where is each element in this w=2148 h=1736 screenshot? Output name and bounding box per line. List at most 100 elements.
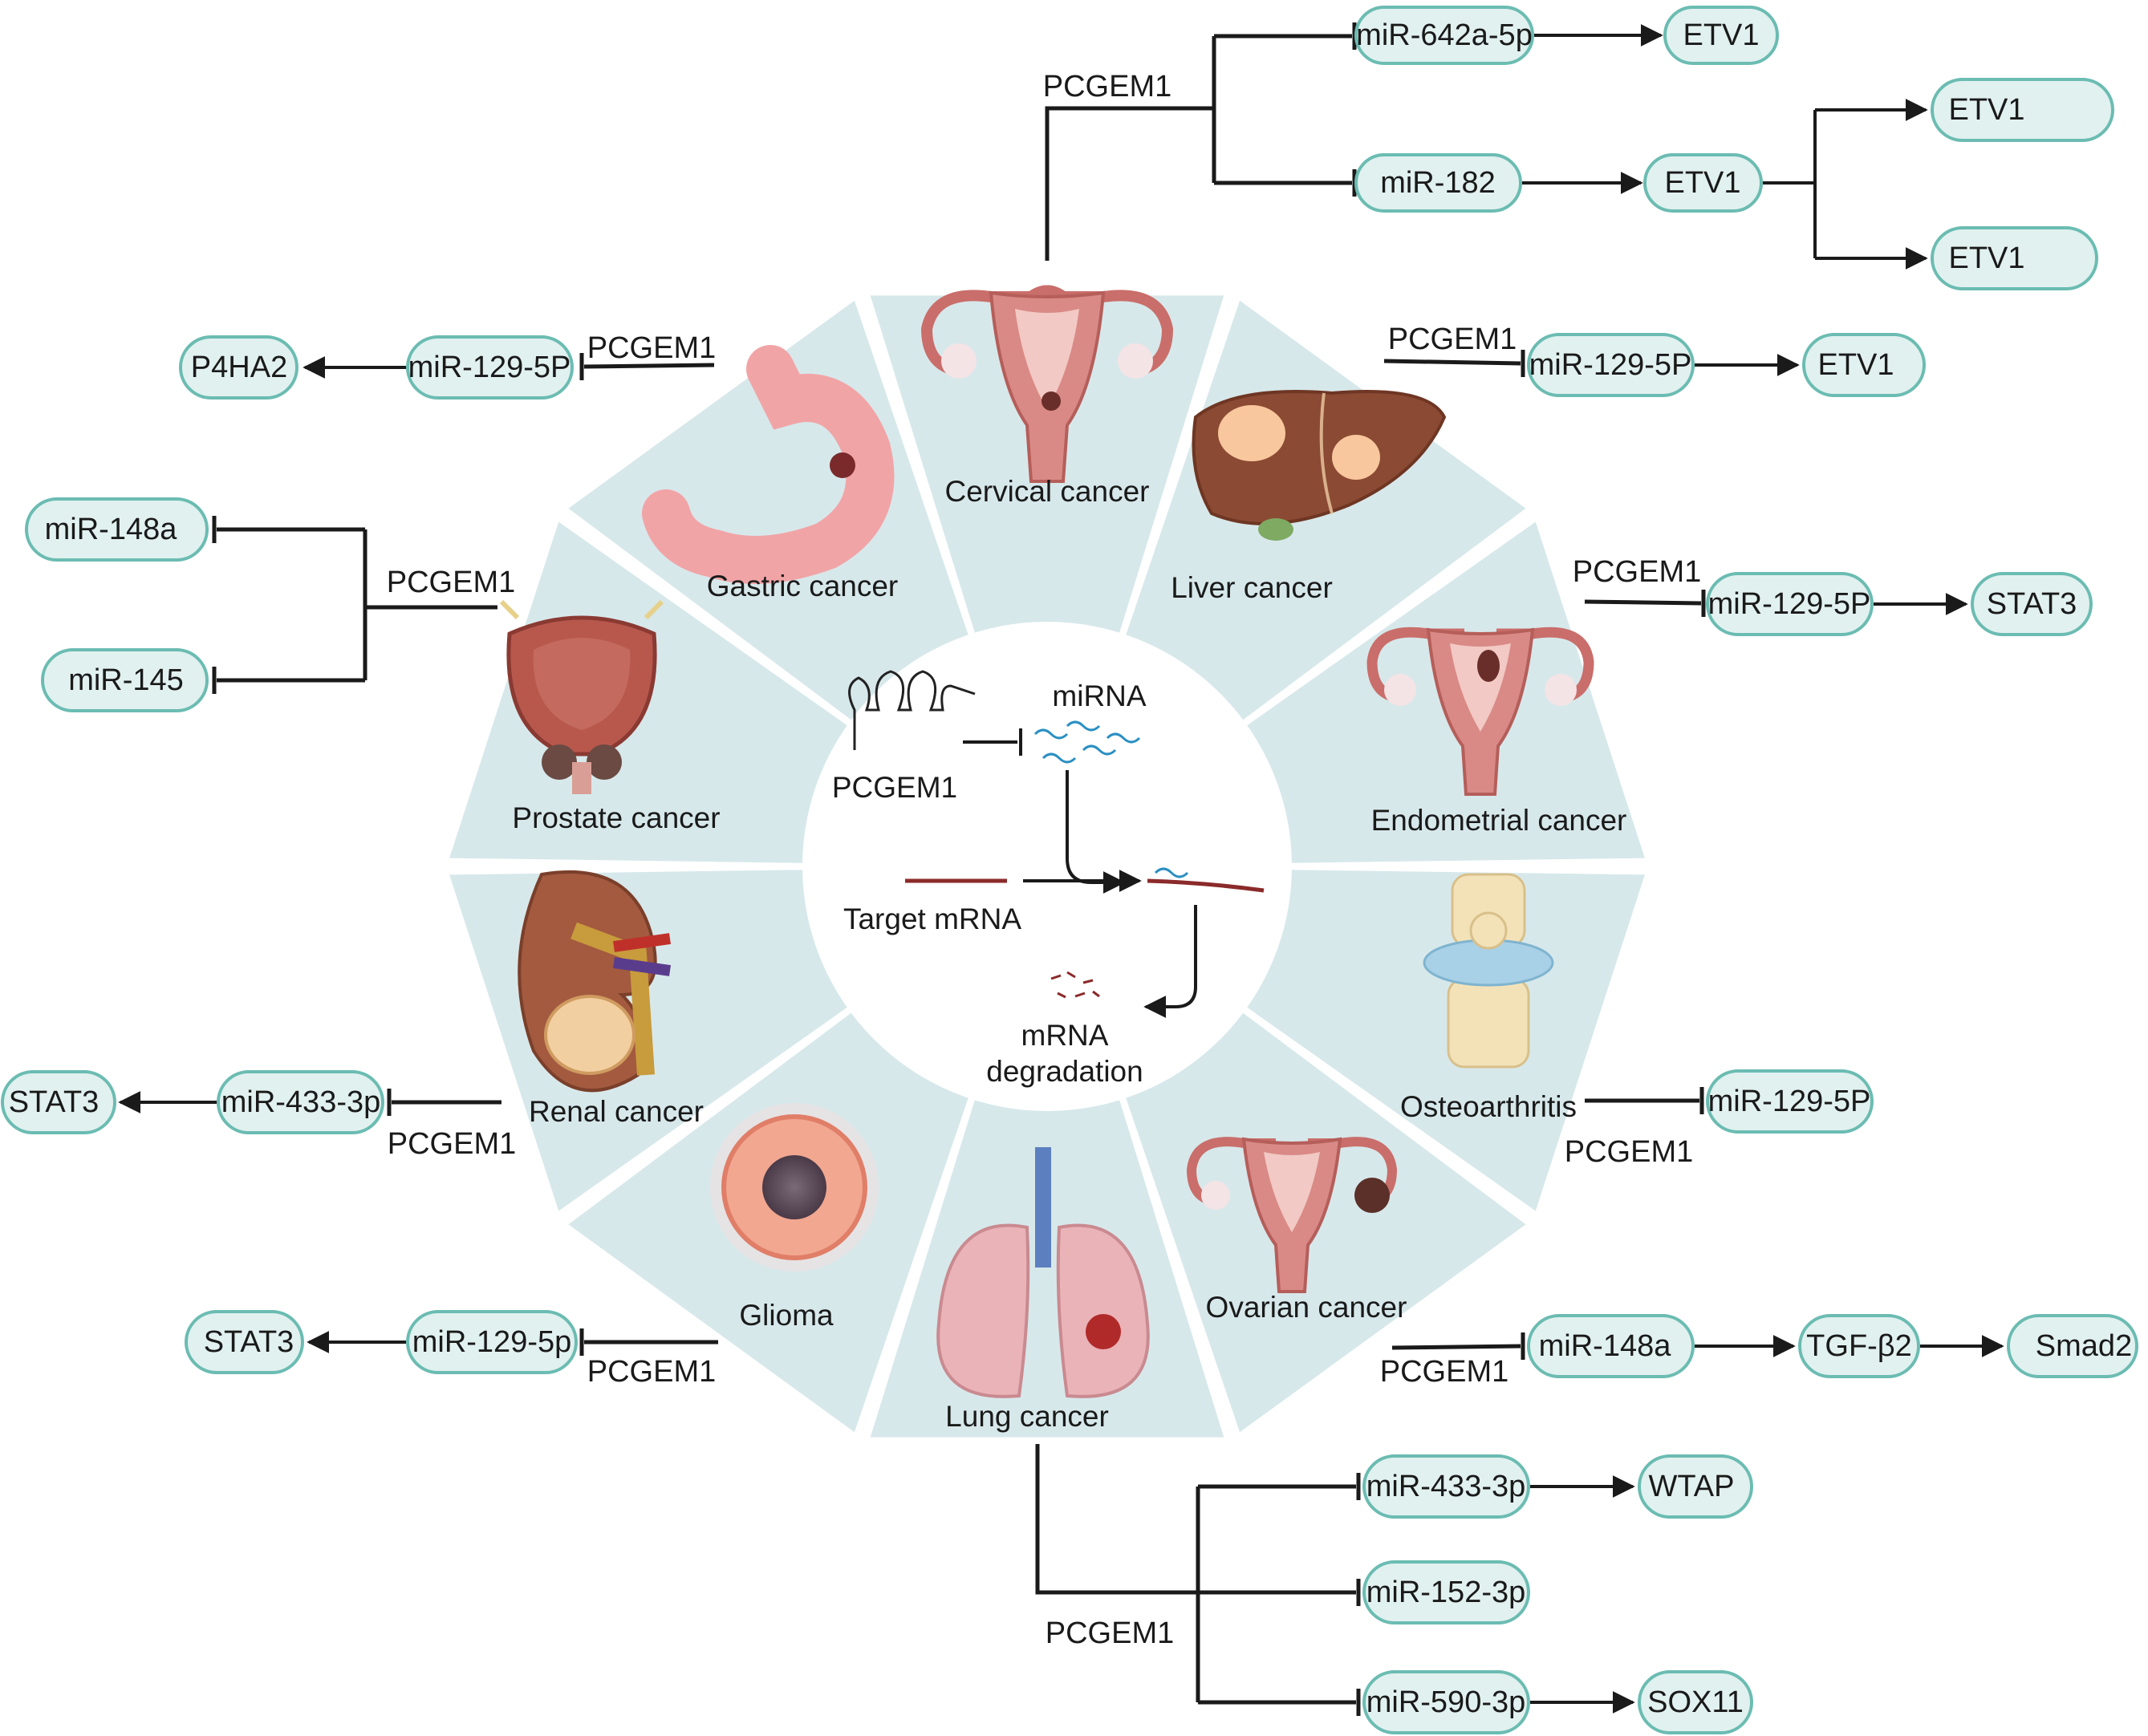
mirna-icon: [1033, 720, 1141, 764]
segment-label-renal: Renal cancer: [529, 1095, 704, 1128]
target-node-liver: [1802, 333, 1926, 397]
center-lncrna-label: PCGEM1: [832, 771, 957, 804]
cervical-fork-edge: [1763, 110, 1817, 258]
kidney-icon: [518, 870, 671, 1093]
center-mirna-label: miRNA: [1052, 679, 1146, 712]
mirna-node-prostate-2-label: miR-145: [68, 663, 184, 697]
prostate-source-label: PCGEM1: [387, 566, 515, 599]
target-node-cervical-2-label: ETV1: [1664, 166, 1740, 200]
ring-segment-ovarian: [1126, 1012, 1526, 1433]
mirna-node-lung-2-label: miR-152-3p: [1366, 1576, 1526, 1609]
bladder-prostate-icon: [499, 599, 664, 794]
segment-labels: Cervical cancer Liver cancer Endometrial…: [512, 475, 1626, 1433]
target-node-lung-3-label: SOX11: [1647, 1685, 1744, 1719]
mirna-node-renal-label: miR-433-3p: [221, 1085, 381, 1119]
uterus-icon: [1186, 1137, 1398, 1293]
mirna-node-glioma: [406, 1310, 578, 1374]
target-node-glioma: [185, 1310, 304, 1374]
stomach-icon: [642, 345, 895, 584]
endometrial-edge: [1584, 599, 1702, 606]
mirna-node-ovarian: [1527, 1314, 1695, 1378]
mirna-node-lung-2: [1362, 1560, 1530, 1624]
target-node-cervical-1-label: ETV1: [1683, 18, 1759, 52]
glioma-source-label: PCGEM1: [587, 1355, 716, 1389]
mirna-node-lung-3-label: miR-590-3p: [1366, 1685, 1526, 1719]
mirna-node-cervical-1-label: miR-642a-5p: [1356, 18, 1533, 52]
lungs-icon: [936, 1147, 1150, 1398]
mirna-node-osteoarthritis: [1706, 1069, 1874, 1134]
target-node-renal: [1, 1070, 116, 1134]
target-node-ovarian-1-label: TGF-β2: [1806, 1329, 1912, 1363]
renal-source-label: PCGEM1: [388, 1127, 516, 1161]
osteoarthritis-source-label: PCGEM1: [1565, 1135, 1693, 1169]
pathway-gastric: PCGEM1 miR-129-5P P4HA2: [179, 331, 716, 400]
mirna-node-cervical-1: [1354, 6, 1534, 65]
pathway-endometrial: PCGEM1 miR-129-5P STAT3: [1573, 555, 2093, 636]
mirna-node-glioma-label: miR-129-5p: [412, 1325, 572, 1359]
segment-label-gastric: Gastric cancer: [707, 570, 899, 602]
degradation-edge: [1143, 905, 1197, 1018]
gastric-edge: [583, 363, 715, 369]
center-degradation-line2: degradation: [986, 1055, 1143, 1088]
mirna-node-lung-1-label: miR-433-3p: [1366, 1470, 1526, 1503]
mirna-node-osteoarthritis-label: miR-129-5P: [1708, 1085, 1871, 1118]
target-node-ovarian-2-label: Smad2: [2036, 1329, 2132, 1363]
center-target-label: Target mRNA: [843, 902, 1021, 935]
uterus-icon: [1366, 627, 1594, 796]
liver-source-label: PCGEM1: [1388, 322, 1517, 356]
mirna-node-gastric: [406, 335, 574, 400]
target-node-cervical-3: [1931, 78, 2114, 142]
segment-label-glioma: Glioma: [739, 1299, 834, 1332]
target-node-lung-1-label: WTAP: [1649, 1470, 1735, 1503]
mirna-node-liver: [1527, 333, 1695, 397]
degraded-fragments-icon: [1050, 971, 1100, 999]
target-node-cervical-2: [1643, 153, 1763, 213]
liver-icon: [1192, 390, 1447, 541]
target-node-cervical-3-label: ETV1: [1948, 93, 2024, 127]
cervical-source-label: PCGEM1: [1043, 70, 1171, 103]
bound-mirna-icon: [1154, 867, 1189, 878]
lung-source-label: PCGEM1: [1046, 1616, 1174, 1650]
mirna-node-liver-label: miR-129-5P: [1529, 348, 1692, 382]
mirna-node-endometrial: [1706, 572, 1874, 636]
pathway-glioma: PCGEM1 miR-129-5p STAT3: [185, 1310, 718, 1389]
target-node-gastric-label: P4HA2: [191, 351, 287, 384]
liver-edge: [1383, 359, 1521, 366]
segment-label-prostate: Prostate cancer: [512, 801, 720, 834]
target-node-endometrial-label: STAT3: [1987, 587, 2077, 621]
target-node-gastric: [179, 335, 298, 400]
pathway-cervical: PCGEM1 miR-642a-5p ETV1 miR-182 ETV1 ETV…: [1043, 6, 2114, 290]
pathway-osteoarthritis: PCGEM1 miR-129-5P: [1565, 1069, 1874, 1169]
mirna-node-renal: [217, 1070, 384, 1134]
mirna-node-cervical-2-label: miR-182: [1380, 166, 1496, 200]
target-node-ovarian-2: [2007, 1314, 2138, 1378]
mirna-node-cervical-2: [1354, 153, 1522, 213]
segment-label-endometrial: Endometrial cancer: [1371, 804, 1627, 837]
uterus-icon: [920, 285, 1174, 483]
mirna-node-prostate-1: [25, 497, 209, 562]
segment-label-ovarian: Ovarian cancer: [1206, 1291, 1407, 1324]
mirna-node-ovarian-label: miR-148a: [1539, 1329, 1672, 1363]
target-node-renal-label: STAT3: [9, 1085, 99, 1119]
ovarian-edge: [1391, 1344, 1521, 1350]
target-node-endometrial: [1971, 572, 2093, 636]
segment-label-osteoarthritis: Osteoarthritis: [1400, 1090, 1577, 1123]
bound-mrna-strand: [1147, 878, 1265, 893]
ovarian-source-label: PCGEM1: [1380, 1355, 1508, 1389]
target-node-lung-1: [1638, 1454, 1753, 1519]
pathway-ovarian: PCGEM1 miR-148a TGF-β2 Smad2: [1380, 1314, 2138, 1389]
mirna-node-lung-1: [1362, 1454, 1530, 1519]
mirna-node-gastric-label: miR-129-5P: [408, 351, 571, 384]
gastric-source-label: PCGEM1: [587, 331, 716, 365]
target-node-cervical-4-label: ETV1: [1948, 241, 2024, 275]
knee-joint-icon: [1423, 873, 1554, 1069]
mirna-node-prostate-2: [41, 648, 209, 712]
lung-trunk-edge: [1035, 1444, 1198, 1595]
target-node-glioma-label: STAT3: [204, 1325, 294, 1359]
target-node-lung-3: [1638, 1670, 1753, 1734]
pathway-renal: PCGEM1 miR-433-3p STAT3: [1, 1070, 516, 1161]
segment-label-lung: Lung cancer: [945, 1400, 1109, 1433]
mirna-node-lung-3: [1362, 1670, 1530, 1734]
